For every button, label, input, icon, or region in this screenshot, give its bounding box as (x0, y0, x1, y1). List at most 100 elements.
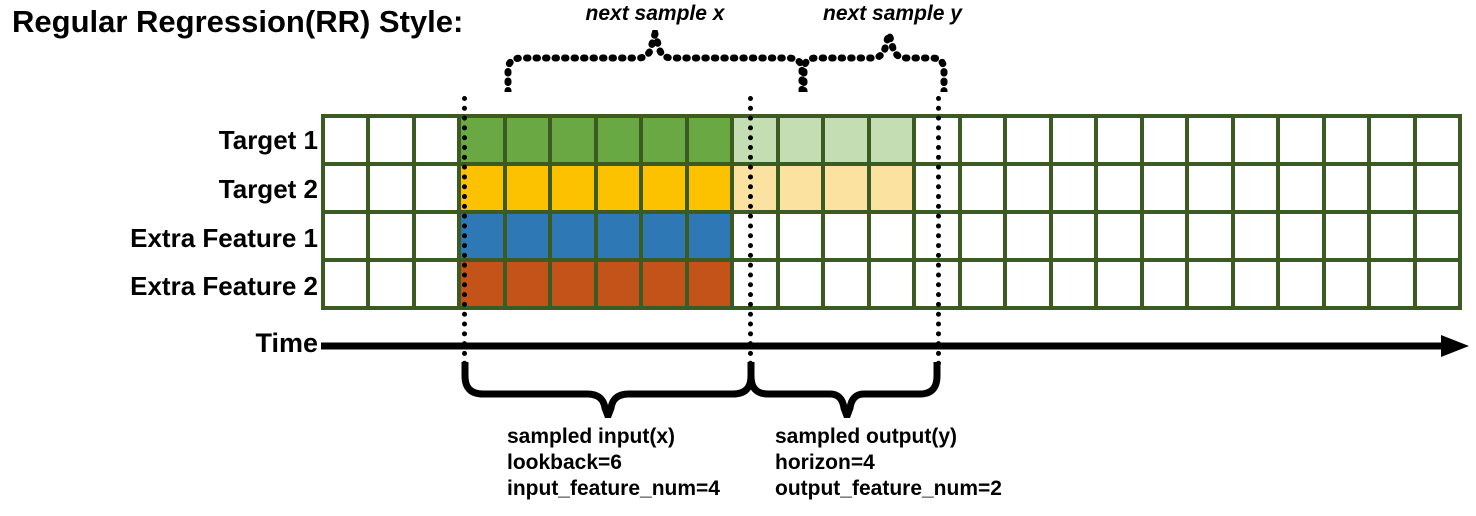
grid-cell (370, 166, 412, 210)
grid-cell (825, 262, 867, 306)
grid-cell (506, 214, 549, 258)
grid-cell (1007, 118, 1049, 162)
grid-cell (1371, 118, 1413, 162)
grid-cell (1280, 166, 1322, 210)
grid-cell (779, 214, 822, 258)
grid-cell (643, 214, 685, 258)
grid-cell (1189, 262, 1231, 306)
grid-cell (688, 118, 731, 162)
grid-cell (597, 118, 640, 162)
grid-cell (961, 118, 1004, 162)
guide-line-lookback-start (462, 96, 467, 366)
grid-cell (1416, 166, 1458, 210)
grid-cell (506, 262, 549, 306)
grid-cell (1143, 214, 1186, 258)
row-label-extra-feature-1: Extra Feature 1 (130, 223, 318, 253)
grid-cell (734, 214, 776, 258)
grid-cell (1280, 262, 1322, 306)
grid-cell (779, 262, 822, 306)
grid-cell (461, 118, 503, 162)
grid-cell (870, 166, 913, 210)
top-brace-caption-y: next sample y (823, 2, 962, 25)
grid-cell (1189, 166, 1231, 210)
grid-cell (506, 166, 549, 210)
grid-cell (461, 166, 503, 210)
grid-cell (1052, 166, 1095, 210)
grid-cell (1052, 214, 1095, 258)
grid-cell (1234, 166, 1277, 210)
grid-cell (961, 166, 1004, 210)
grid-cell (825, 214, 867, 258)
grid-cell (1234, 118, 1277, 162)
grid-cell (1416, 262, 1458, 306)
time-axis-label: Time (255, 328, 318, 358)
grid-cell (1143, 118, 1186, 162)
grid-cell (1098, 118, 1140, 162)
grid-cell (870, 118, 913, 162)
grid-cell (825, 118, 867, 162)
grid-cell (779, 118, 822, 162)
grid-cell (643, 262, 685, 306)
grid-cell (643, 118, 685, 162)
grid-cell (552, 214, 594, 258)
grid-cell (870, 214, 913, 258)
grid-cell (370, 118, 412, 162)
grid-cell (779, 166, 822, 210)
grid-cell (1371, 262, 1413, 306)
grid-cell (325, 214, 367, 258)
top-brace-next-sample-y (800, 30, 948, 92)
grid-cell (552, 118, 594, 162)
grid-cell (461, 214, 503, 258)
top-brace-caption-x: next sample x (585, 2, 725, 25)
grid-cell (1234, 262, 1277, 306)
grid-cell (1325, 118, 1368, 162)
page-title: Regular Regression(RR) Style: (12, 4, 464, 39)
grid-cell (1143, 166, 1186, 210)
grid-cell (1098, 214, 1140, 258)
grid-cell (1098, 166, 1140, 210)
bottom-caption-sampled-output: sampled output(y) horizon=4 output_featu… (775, 425, 1002, 500)
grid-cell (1098, 262, 1140, 306)
grid-cell (415, 118, 458, 162)
row-label-target-1: Target 1 (218, 125, 318, 155)
bottom-brace-sampled-output (747, 362, 941, 418)
grid-cell (597, 262, 640, 306)
grid-cell (1189, 118, 1231, 162)
grid-cell (1325, 214, 1368, 258)
grid-cell (734, 166, 776, 210)
bottom-caption-sampled-input: sampled input(x) lookback=6 input_featur… (507, 425, 720, 500)
guide-line-horizon-end (936, 96, 941, 366)
grid-cell (1007, 166, 1049, 210)
grid-cell (1325, 166, 1368, 210)
grid-cell (688, 166, 731, 210)
grid-cell (1416, 118, 1458, 162)
grid-cell (552, 262, 594, 306)
timeseries-grid (321, 114, 1462, 310)
grid-cell (1371, 166, 1413, 210)
grid-cell (325, 262, 367, 306)
bottom-brace-sampled-input (461, 362, 755, 418)
grid-cell (1007, 262, 1049, 306)
grid-cell (1280, 118, 1322, 162)
grid-cell (1007, 214, 1049, 258)
grid-cell (870, 262, 913, 306)
grid-cell (688, 262, 731, 306)
grid-cell (1189, 214, 1231, 258)
grid-cell (1416, 214, 1458, 258)
grid-cell (643, 166, 685, 210)
time-axis-arrow (321, 335, 1469, 357)
grid-cell (415, 262, 458, 306)
guide-line-lookback-end (748, 96, 753, 366)
grid-cell (370, 262, 412, 306)
grid-cell (325, 118, 367, 162)
grid-cell (325, 166, 367, 210)
grid-cell (1234, 214, 1277, 258)
grid-cell (734, 262, 776, 306)
grid-cell (961, 214, 1004, 258)
grid-cell (415, 166, 458, 210)
grid-cell (1052, 262, 1095, 306)
grid-cell (1280, 214, 1322, 258)
grid-cell (461, 262, 503, 306)
grid-cell (597, 166, 640, 210)
